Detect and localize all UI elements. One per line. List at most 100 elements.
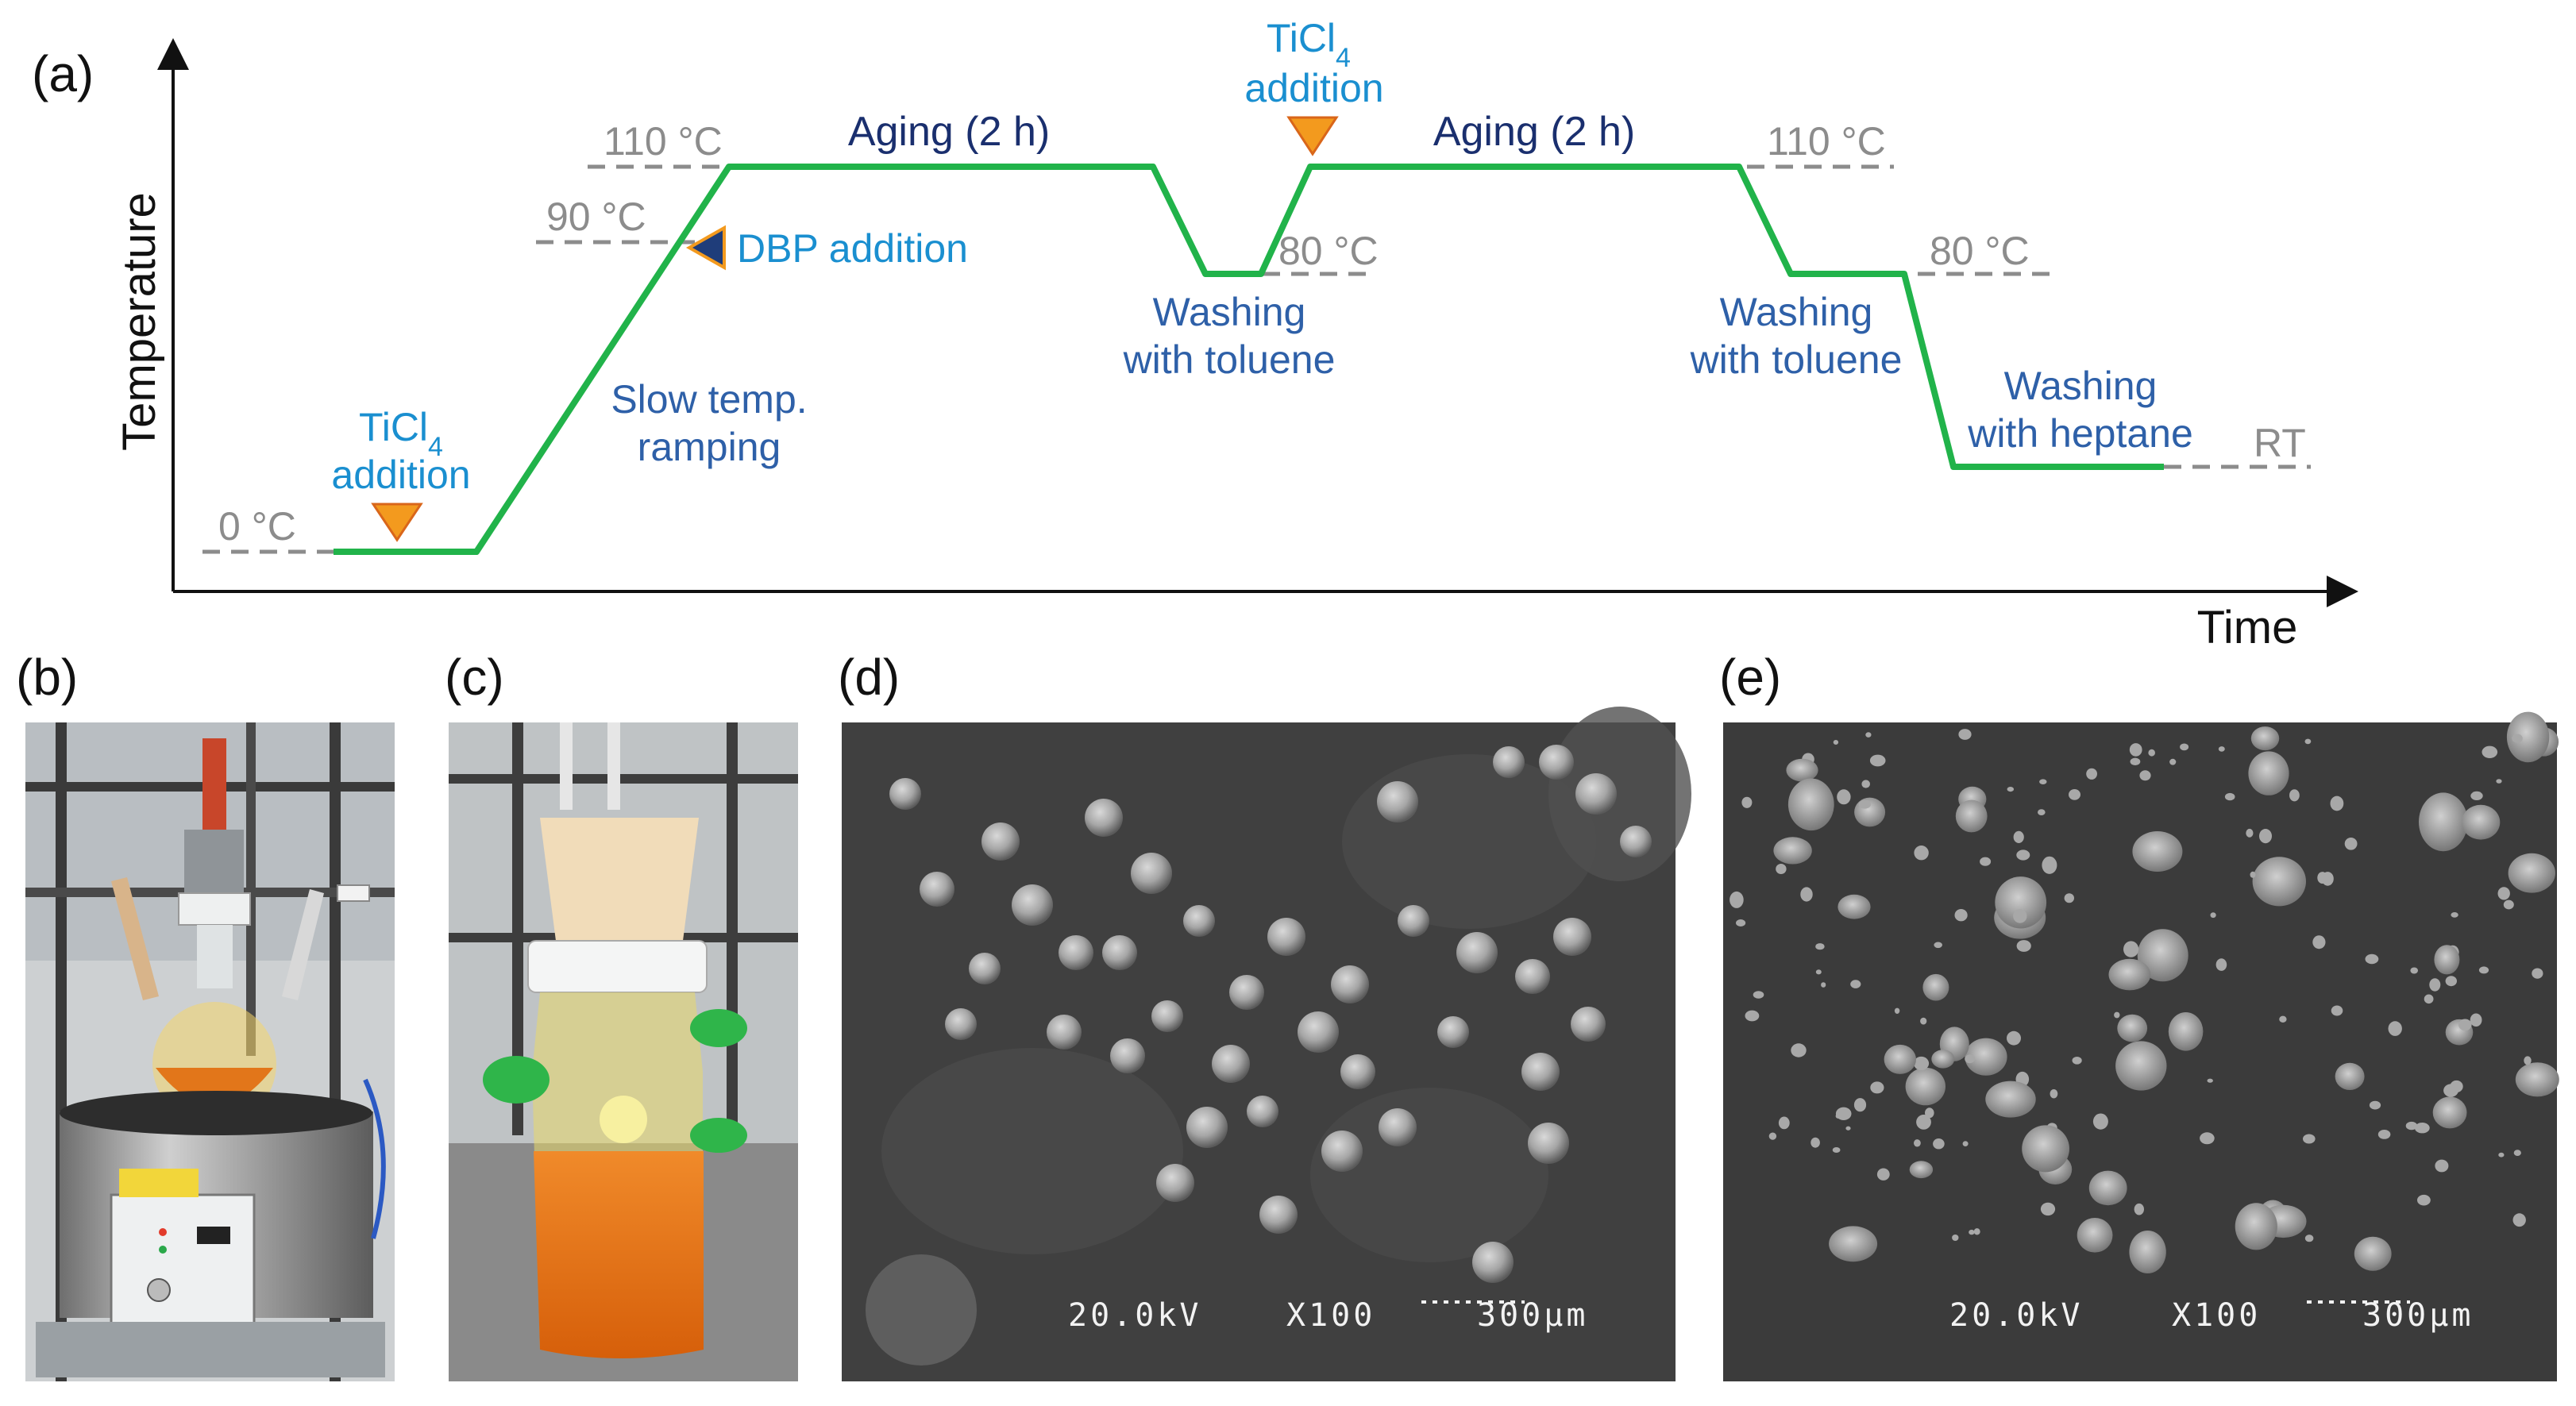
sem-sphere-particle — [1298, 1011, 1339, 1053]
sem-irregular-particle — [1914, 846, 1929, 861]
sem-irregular-particle — [2498, 1152, 2505, 1158]
sem-sphere-particle — [1102, 935, 1137, 970]
sem-irregular-particle — [2344, 838, 2358, 850]
label-90c: 90 °C — [546, 195, 646, 239]
sem-irregular-particle — [1829, 1226, 1878, 1262]
sem-irregular-particle — [1876, 1168, 1890, 1181]
sem-sphere-particle — [1047, 1015, 1082, 1050]
sem-irregular-particle — [2168, 1012, 2204, 1051]
panel-label-a: (a) — [32, 45, 94, 102]
sem-d-spheres — [889, 745, 1652, 1283]
panel-d: (d) 20.0kV X100 300μm — [838, 649, 1691, 1381]
wash-tol-first-label-1: Washing — [1153, 290, 1306, 334]
sem-sphere-particle — [1059, 935, 1093, 970]
sem-irregular-particle — [1905, 1067, 1945, 1106]
sem-irregular-particle — [1853, 1098, 1867, 1112]
sem-irregular-particle — [2169, 758, 2177, 765]
sem-irregular-particle — [1741, 796, 1753, 808]
sem-irregular-particle — [1768, 1132, 1777, 1140]
sem-irregular-particle — [2419, 792, 2468, 852]
sem-irregular-particle — [2040, 1202, 2056, 1216]
sem-irregular-particle — [1894, 1007, 1900, 1015]
sem-irregular-particle — [2304, 1235, 2314, 1242]
sem-irregular-particle — [2335, 1062, 2365, 1090]
sem-irregular-particle — [2289, 789, 2300, 802]
sem-sphere-particle — [1156, 1164, 1194, 1202]
sem-irregular-particle — [2016, 849, 2030, 861]
sem-sphere-particle — [1267, 918, 1305, 956]
sem-irregular-particle — [2246, 828, 2254, 838]
dbp-marker-icon — [685, 225, 726, 271]
sem-irregular-particle — [1778, 1116, 1790, 1130]
sem-irregular-particle — [2369, 1100, 2381, 1110]
sem-irregular-particle — [2513, 1150, 2521, 1156]
sem-irregular-particle — [2252, 857, 2306, 907]
sem-irregular-particle — [1736, 919, 1746, 926]
sem-irregular-particle — [1865, 732, 1872, 738]
sem-sphere-particle — [1331, 965, 1369, 1003]
sem-irregular-particle — [2114, 1011, 2120, 1019]
wash-hep-label-1: Washing — [2004, 364, 2158, 408]
sem-irregular-particle — [2414, 1123, 2430, 1134]
ramp-label-2: ramping — [638, 425, 781, 469]
sem-irregular-particle — [2007, 1030, 2021, 1046]
sem-irregular-particle — [2424, 994, 2434, 1004]
sem-irregular-particle — [2129, 743, 2142, 757]
sem-irregular-particle — [1952, 1235, 1959, 1241]
sem-irregular-particle — [1925, 1107, 1934, 1119]
sem-irregular-particle — [2435, 1159, 2449, 1173]
sem-irregular-particle — [2218, 746, 2225, 752]
sem-irregular-particle — [2496, 779, 2502, 784]
label-110c-first: 110 °C — [604, 119, 723, 164]
sem-irregular-particle — [1776, 864, 1787, 874]
sem-sphere-particle — [1521, 1053, 1560, 1091]
sem-sphere-particle — [1437, 1016, 1469, 1048]
sem-irregular-particle — [2235, 1203, 2277, 1250]
sem-sphere-particle — [1539, 745, 1574, 780]
sem-irregular-particle — [2429, 978, 2441, 992]
panel-label-d: (d) — [838, 649, 900, 706]
sem-sphere-particle — [1012, 884, 1053, 926]
sem-sphere-particle — [1247, 1096, 1278, 1127]
sem-sphere-particle — [1212, 1045, 1250, 1083]
sem-irregular-particle — [1985, 1081, 2036, 1118]
sem-sphere-particle — [1398, 905, 1429, 937]
panel-e: (e) 20.0kV X100 300μm — [1719, 649, 2559, 1381]
sem-irregular-particle — [1811, 1137, 1820, 1148]
sem-irregular-particle — [2303, 1134, 2316, 1144]
sem-image-spherical-particles: 20.0kV X100 300μm — [842, 707, 1691, 1381]
sem-sphere-particle — [1571, 1007, 1606, 1042]
wash-tol-first-label-2: with toluene — [1123, 337, 1336, 382]
sem-d-voltage: 20.0kV — [1068, 1297, 1202, 1334]
ticl4-first-label: TiCl4 — [359, 405, 443, 462]
sem-sphere-particle — [1528, 1123, 1569, 1164]
dbp-label: DBP addition — [737, 226, 968, 271]
controller-box — [110, 1193, 256, 1327]
sem-irregular-particle — [2312, 935, 2326, 950]
sem-irregular-particle — [2506, 711, 2550, 763]
sem-irregular-particle — [2248, 751, 2289, 795]
sem-irregular-particle — [1815, 969, 1822, 975]
ticl4-second-subscript: 4 — [1336, 43, 1351, 73]
ticl4-first-text: TiCl — [359, 405, 428, 449]
sem-e-magnification: X100 — [2172, 1297, 2261, 1334]
sem-sphere-particle — [1186, 1107, 1228, 1148]
sem-irregular-particle — [2039, 779, 2047, 784]
sem-sphere-particle — [969, 953, 1001, 984]
ticl4-first-marker-icon — [371, 503, 423, 542]
sem-irregular-particle — [2410, 967, 2418, 974]
sem-e-scale: 300μm — [2362, 1297, 2474, 1334]
temperature-profile — [334, 164, 2164, 555]
sem-irregular-particle — [2445, 976, 2457, 987]
sem-irregular-particle — [2405, 1121, 2418, 1131]
sem-irregular-particle — [2064, 893, 2074, 903]
sem-irregular-particle — [1861, 780, 1870, 788]
sem-irregular-particle — [1787, 778, 1834, 831]
sem-irregular-particle — [1845, 1126, 1851, 1131]
sem-irregular-particle — [2092, 1113, 2108, 1130]
sem-irregular-particle — [2022, 1125, 2070, 1173]
wash-tol-second-label-2: with toluene — [1690, 337, 1903, 382]
sem-sphere-particle — [1321, 1131, 1363, 1172]
stopper — [540, 818, 699, 941]
